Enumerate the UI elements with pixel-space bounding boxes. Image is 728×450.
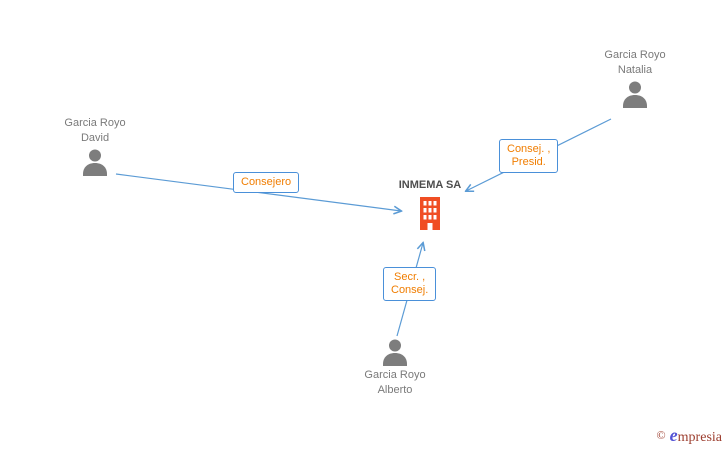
person-name-line1: Garcia Royo bbox=[604, 49, 666, 61]
company-building-icon bbox=[420, 197, 440, 230]
person-name-line2: Alberto bbox=[377, 384, 413, 396]
edge-label-secr-consej: Secr. , Consej. bbox=[383, 267, 437, 301]
person-icon bbox=[623, 81, 647, 108]
person-name-line2: Natalia bbox=[617, 64, 653, 76]
edge-label-consejero: Consejero bbox=[233, 172, 300, 193]
person-name-line1: Garcia Royo bbox=[64, 117, 126, 129]
person-name-line2: David bbox=[80, 132, 110, 144]
brand-initial: e bbox=[669, 425, 678, 445]
company-node-inmema[interactable]: INMEMA SA bbox=[375, 178, 485, 232]
empresia-logo[interactable]: © empresia bbox=[657, 425, 722, 446]
person-name-line1: Garcia Royo bbox=[364, 369, 426, 381]
copyright-symbol: © bbox=[656, 428, 666, 442]
edge-label-line2: Consej. bbox=[391, 284, 429, 296]
brand-name: mpresia bbox=[677, 430, 722, 445]
edge-label-text: Consejero bbox=[241, 176, 292, 188]
person-node-natalia[interactable]: Garcia Royo Natalia bbox=[580, 48, 690, 110]
edge-label-line1: Consej. , bbox=[507, 143, 551, 155]
person-node-alberto[interactable]: Garcia Royo Alberto bbox=[340, 336, 450, 398]
company-name: INMEMA SA bbox=[398, 179, 462, 191]
person-icon bbox=[83, 149, 107, 176]
edge-label-line1: Secr. , bbox=[394, 271, 426, 283]
person-node-david[interactable]: Garcia Royo David bbox=[40, 116, 150, 178]
person-icon bbox=[383, 339, 407, 366]
edge-label-line2: Presid. bbox=[511, 156, 546, 168]
edge-label-consej-presid: Consej. , Presid. bbox=[499, 139, 559, 173]
